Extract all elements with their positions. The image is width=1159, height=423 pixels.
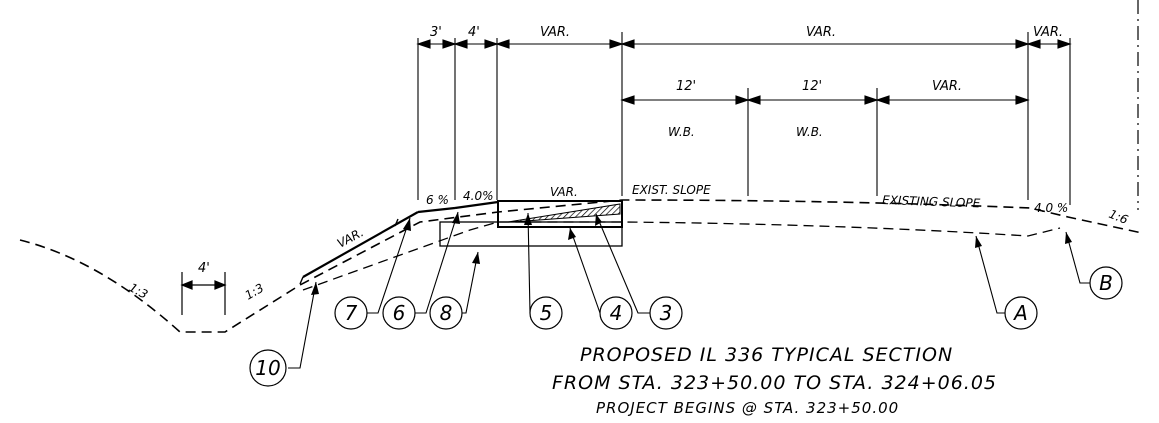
- dim-var-shoulder-label: VAR.: [540, 25, 570, 40]
- callout-3: 3: [660, 301, 673, 325]
- station-range: FROM STA. 323+50.00 TO STA. 324+06.05: [552, 372, 997, 394]
- fill-var-label: VAR.: [335, 225, 366, 250]
- dim-3ft-label: 3': [430, 25, 442, 40]
- existing-slope-label: EXISTING SLOPE: [882, 193, 981, 210]
- exist-slope-label: EXIST. SLOPE: [632, 183, 711, 197]
- callout-A: A: [1012, 301, 1028, 325]
- callout-5: 5: [540, 301, 553, 325]
- pavement-hatch: [507, 203, 621, 223]
- slope-left-inner-label: 1:3: [243, 281, 267, 303]
- extension-lines: [417, 32, 1071, 205]
- leader-arrowheads: [311, 212, 1072, 295]
- lane-2-direction-label: W.B.: [796, 125, 823, 139]
- pavement-percent-right-label: 4.0 %: [1034, 201, 1068, 215]
- ditch-width-label: 4': [198, 261, 210, 276]
- callout-4: 4: [610, 301, 623, 325]
- proposed-surface: [299, 200, 499, 285]
- shoulder-percent-label: 6 %: [426, 193, 449, 207]
- callout-B: B: [1099, 271, 1113, 295]
- top-dimension-line: [416, 39, 1072, 49]
- lane-var-width-label: VAR.: [932, 79, 962, 94]
- lane-2-width-label: 12': [802, 79, 822, 94]
- pavement-box: [497, 200, 623, 228]
- var-center-label: VAR.: [550, 185, 578, 199]
- dim-4ft-label: 4': [468, 25, 480, 40]
- callout-8: 8: [440, 301, 453, 325]
- dim-var-roadway-label: VAR.: [806, 25, 836, 40]
- lane-1-width-label: 12': [676, 79, 696, 94]
- callout-6: 6: [393, 301, 406, 325]
- ditch-dimension: [180, 272, 227, 315]
- slope-left-outer-label: 1:3: [127, 280, 151, 301]
- leader-lines: [288, 211, 1090, 369]
- section-title: PROPOSED IL 336 TYPICAL SECTION: [580, 344, 953, 366]
- subgrade-line: [302, 221, 1061, 291]
- callout-circles: [249, 266, 1123, 387]
- callout-7: 7: [345, 301, 358, 325]
- dim-var-right-label: VAR.: [1033, 25, 1063, 40]
- base-box: [439, 221, 623, 247]
- pavement-percent-left-label: 4.0%: [463, 189, 494, 203]
- slope-right-outer-label: 1:6: [1107, 207, 1130, 227]
- callout-10: 10: [255, 356, 280, 380]
- lane-1-direction-label: W.B.: [668, 125, 695, 139]
- lane-dimension-line: [620, 95, 1030, 105]
- project-begin-note: PROJECT BEGINS @ STA. 323+50.00: [596, 399, 899, 417]
- existing-ground-line: [19, 199, 1143, 333]
